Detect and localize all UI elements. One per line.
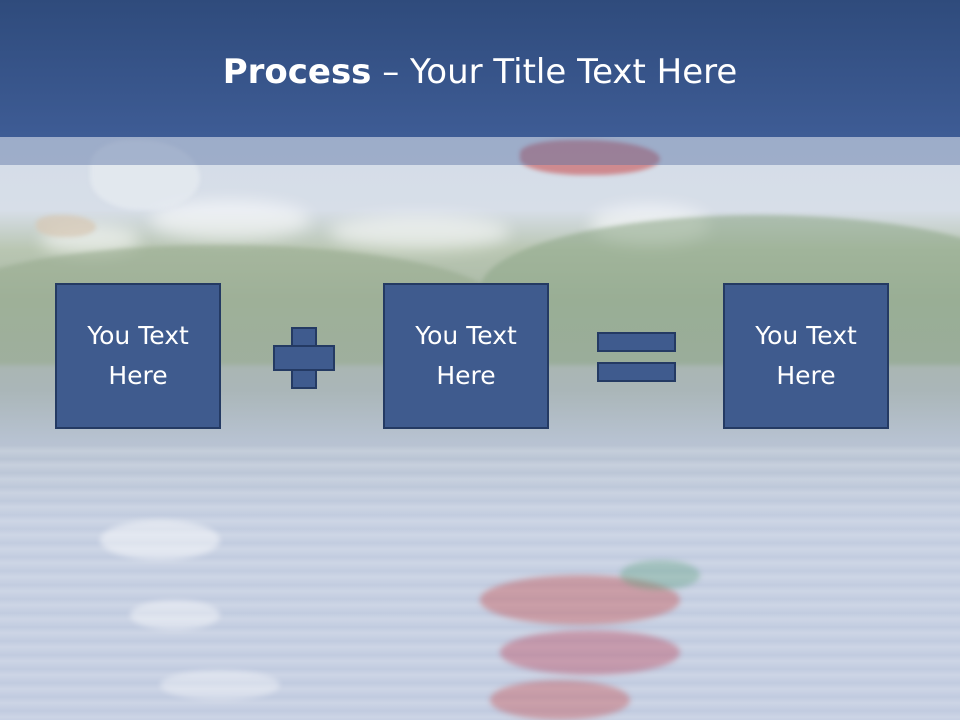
process-box-1[interactable]: You Text Here	[55, 283, 221, 429]
process-box-3[interactable]: You Text Here	[723, 283, 889, 429]
process-box-2[interactable]: You Text Here	[383, 283, 549, 429]
process-box-2-label: You Text Here	[415, 321, 517, 390]
title-strip	[0, 137, 960, 165]
title-rest: – Your Title Text Here	[371, 52, 738, 92]
slide-title: Process – Your Title Text Here	[0, 52, 960, 92]
process-box-3-label: You Text Here	[755, 321, 857, 390]
process-box-1-label: You Text Here	[87, 321, 189, 390]
title-bold: Process	[222, 52, 372, 92]
title-bar	[0, 0, 960, 137]
